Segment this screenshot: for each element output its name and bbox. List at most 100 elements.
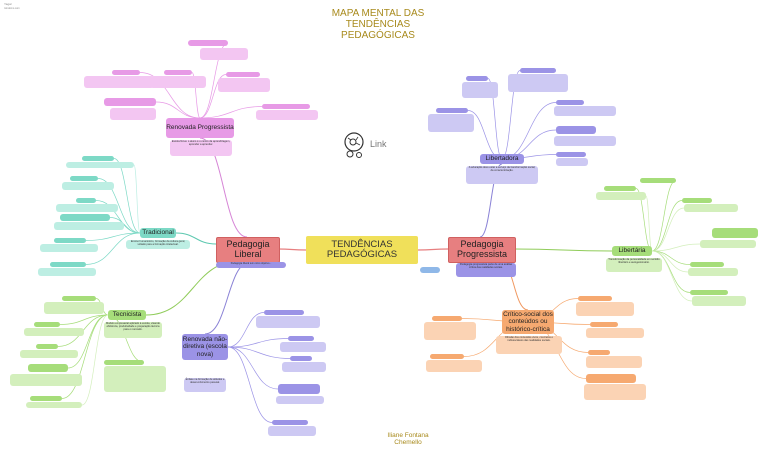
libertadora-node[interactable]: Libertadora: [480, 154, 524, 164]
pedagogia-liberal-node[interactable]: Pedagogia Liberal: [216, 237, 280, 263]
renovada-nao-diretiva-node[interactable]: Renovada não-diretiva (escola nova): [182, 334, 228, 360]
topic-leaf-0-1[interactable]: [200, 48, 248, 60]
topic-leaf-4-10[interactable]: [556, 152, 586, 157]
topic-leaf-5-10[interactable]: [692, 296, 746, 306]
libertaria-node[interactable]: Libertária: [612, 246, 652, 256]
topic-leaf-2-8[interactable]: [30, 396, 62, 401]
topic-leaf-5-4[interactable]: [684, 204, 738, 212]
renovada-progressista-node[interactable]: Renovada Progressista: [166, 118, 234, 138]
topic-leaf-6-6[interactable]: [590, 322, 618, 327]
topic-leaf-2-4[interactable]: [36, 344, 58, 349]
topic-leaf-4-9[interactable]: [554, 136, 616, 146]
topic-leaf-1-6[interactable]: [60, 214, 110, 221]
topic-leaf-6-1[interactable]: [424, 322, 476, 340]
topic-leaf-2-2[interactable]: [34, 322, 60, 327]
topic-leaf-1-9[interactable]: [40, 244, 98, 252]
topic-leaf-4-3[interactable]: [462, 82, 498, 98]
topic-leaf-0-8[interactable]: [104, 98, 156, 106]
topic-leaf-4-0[interactable]: [520, 68, 556, 73]
central-node[interactable]: TENDÊNCIAS PEDAGÓGICAS: [306, 236, 418, 264]
topic-leaf-2-0[interactable]: [62, 296, 96, 301]
topic-leaf-3-4[interactable]: [290, 356, 312, 361]
topic-leaf-3-1[interactable]: [256, 316, 320, 328]
topic-leaf-0-0[interactable]: [188, 40, 228, 46]
topic-leaf-6-9[interactable]: [586, 356, 642, 368]
topic-leaf-6-4[interactable]: [578, 296, 612, 301]
pedagogia-progressista-node[interactable]: Pedagogia Progressista: [448, 237, 516, 263]
topic-leaf-1-3[interactable]: [62, 182, 114, 190]
brain-gear-icon[interactable]: [340, 130, 370, 160]
topic-leaf-3-9[interactable]: [268, 426, 316, 436]
topic-leaf-0-11[interactable]: [256, 110, 318, 120]
topic-leaf-0-10[interactable]: [262, 104, 310, 109]
topic-leaf-3-5[interactable]: [282, 362, 326, 372]
topic-leaf-1-2[interactable]: [70, 176, 98, 181]
connector-liberal-renovada-nao: [204, 261, 251, 335]
topic-leaf-5-6[interactable]: [700, 240, 756, 248]
topic-leaf-1-8[interactable]: [54, 238, 86, 243]
topic-leaf-5-7[interactable]: [690, 262, 724, 267]
topic-leaf-5-9[interactable]: [690, 290, 728, 295]
topic-leaf-4-7[interactable]: [554, 106, 616, 116]
topic-leaf-1-0[interactable]: [82, 156, 114, 161]
topic-leaf-1-11[interactable]: [38, 268, 96, 276]
topic-leaf-6-3[interactable]: [426, 360, 482, 372]
topic-leaf-1-10[interactable]: [50, 262, 86, 267]
topic-leaf-2-9[interactable]: [26, 402, 82, 408]
topic-leaf-1-4[interactable]: [76, 198, 96, 203]
topic-leaf-5-2[interactable]: [596, 192, 646, 200]
topic-leaf-4-6[interactable]: [556, 100, 584, 105]
connector-leaf: [227, 312, 265, 348]
topic-leaf-0-2[interactable]: [112, 70, 140, 75]
topic-leaf-1-7[interactable]: [54, 222, 124, 230]
topic-leaf-1-1[interactable]: [66, 162, 134, 168]
tradicional-node[interactable]: Tradicional: [140, 228, 176, 238]
topic-leaf-2-10[interactable]: [104, 360, 144, 365]
topic-leaf-1-5[interactable]: [56, 204, 118, 212]
topic-leaf-0-9[interactable]: [110, 108, 156, 120]
topic-leaf-5-5[interactable]: [712, 228, 758, 238]
topic-leaf-4-11[interactable]: [556, 158, 588, 166]
topic-leaf-6-10[interactable]: [586, 374, 636, 383]
topic-leaf-4-5[interactable]: [428, 114, 474, 132]
topic-leaf-6-8[interactable]: [588, 350, 610, 355]
connector-leaf: [651, 180, 677, 252]
topic-leaf-2-7[interactable]: [10, 374, 82, 386]
topic-leaf-6-7[interactable]: [586, 328, 644, 338]
topic-leaf-3-8[interactable]: [272, 420, 308, 425]
topic-leaf-4-8[interactable]: [556, 126, 596, 134]
topic-leaf-3-0[interactable]: [264, 310, 304, 315]
topic-leaf-4-2[interactable]: [466, 76, 488, 81]
topic-leaf-0-3[interactable]: [84, 76, 154, 88]
tecnicista-node[interactable]: Tecnicista: [108, 310, 146, 320]
topic-leaf-5-8[interactable]: [688, 268, 738, 276]
topic-leaf-3-7[interactable]: [276, 396, 324, 404]
topic-leaf-5-3[interactable]: [682, 198, 712, 203]
topic-leaf-3-6[interactable]: [278, 384, 320, 394]
topic-leaf-3-3[interactable]: [280, 342, 326, 352]
topic-leaf-0-7[interactable]: [218, 78, 270, 92]
topic-leaf-0-4[interactable]: [164, 70, 192, 75]
connector-leaf: [651, 200, 683, 252]
topic-leaf-0-5[interactable]: [150, 76, 206, 88]
topic-leaf-6-0[interactable]: [432, 316, 462, 321]
topic-leaf-6-11[interactable]: [584, 384, 646, 400]
topic-leaf-0-6[interactable]: [226, 72, 260, 77]
topic-leaf-2-3[interactable]: [24, 328, 84, 336]
critico-social-node[interactable]: Crítico-social dos conteúdos ou históric…: [502, 310, 554, 334]
topic-leaf-2-6[interactable]: [28, 364, 68, 372]
topic-leaf-6-2[interactable]: [430, 354, 464, 359]
connector-leaf: [227, 346, 279, 390]
topic-leaf-2-5[interactable]: [20, 350, 78, 358]
link-label[interactable]: Link: [370, 139, 387, 149]
topic-leaf-5-0[interactable]: [640, 178, 676, 183]
topic-leaf-2-11[interactable]: [104, 366, 166, 392]
topic-leaf-6-5[interactable]: [576, 302, 634, 316]
corner-logo-text: Yagal: [4, 2, 12, 6]
topic-leaf-4-4[interactable]: [436, 108, 468, 113]
topic-leaf-2-1[interactable]: [44, 302, 104, 314]
topic-leaf-3-2[interactable]: [288, 336, 314, 341]
topic-leaf-4-1[interactable]: [508, 74, 568, 92]
topic-leaf-5-1[interactable]: [604, 186, 636, 191]
connector-leaf: [97, 178, 141, 234]
